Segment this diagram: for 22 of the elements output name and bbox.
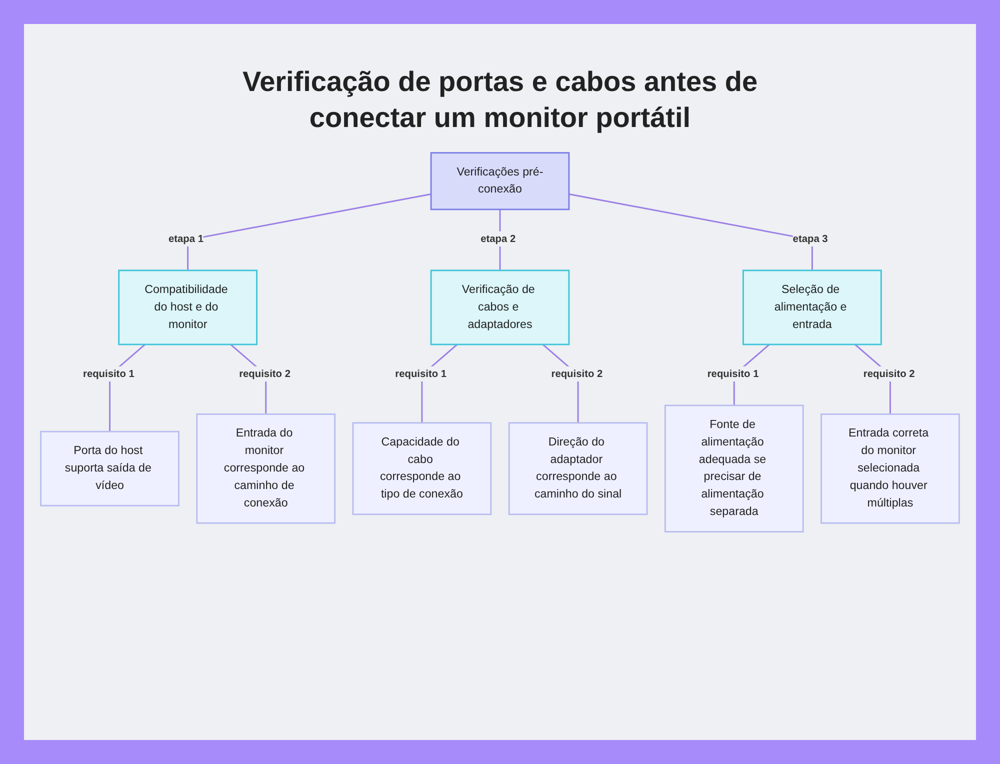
- node-box: Porta do host suporta saída de vídeo: [40, 430, 180, 506]
- diagram-title: Verificação de portas e cabos antes de conectar um monitor portátil: [241, 65, 759, 136]
- edge-label: requisito 2: [239, 367, 290, 380]
- edge-label: requisito 1: [82, 367, 134, 380]
- node-box: Verificação de cabos e adaptadores: [430, 269, 570, 345]
- edge-label: etapa 1: [168, 232, 204, 244]
- edge-label: requisito 1: [395, 367, 447, 380]
- node-box: Capacidade do cabo corresponde ao tipo de conexão: [352, 422, 492, 515]
- edge-label: requisito 2: [863, 367, 915, 380]
- node-box: Direção do adaptador corresponde ao caminho do sinal: [508, 422, 648, 515]
- edge-label: etapa 3: [792, 232, 828, 244]
- node-box: Entrada do monitor corresponde ao caminho de conexão: [196, 413, 336, 524]
- edge-label: requisito 2: [551, 367, 603, 380]
- edge-label: etapa 2: [480, 232, 516, 244]
- node-box: Compatibilidade do host e do monitor: [118, 269, 258, 345]
- node-box: Entrada correta do monitor selecionada quando houver múltiplas: [820, 413, 960, 524]
- node-box: Verificações pré-conexão: [430, 152, 570, 210]
- node-box: Seleção de alimentação e entrada: [742, 269, 882, 345]
- connector: [568, 193, 813, 270]
- edge-label: requisito 1: [707, 367, 759, 380]
- connector: [187, 193, 432, 270]
- node-box: Fonte de alimentação adequada se precisar de alimentação separada: [664, 404, 804, 532]
